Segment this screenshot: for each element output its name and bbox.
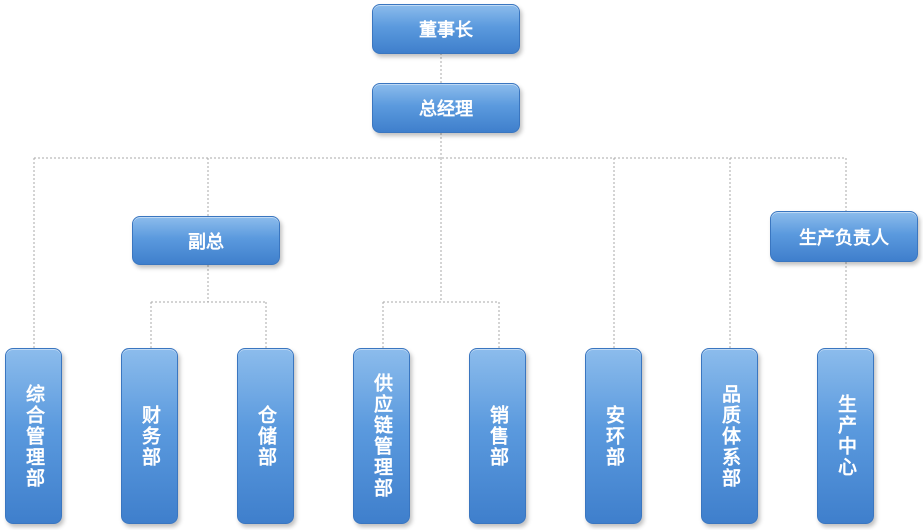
- dept-admin-box: 综合管理部: [5, 348, 62, 524]
- dept-production-center-box: 生产中心: [817, 348, 874, 524]
- dept-supply-chain-box: 供应链管理部: [353, 348, 410, 524]
- dept-quality-box: 品质体系部: [701, 348, 758, 524]
- general-manager-box: 总经理: [372, 83, 520, 133]
- dept-sales-box: 销售部: [469, 348, 526, 524]
- dept-warehouse-box: 仓储部: [237, 348, 294, 524]
- dept-finance-box: 财务部: [121, 348, 178, 524]
- vice-president-box: 副总: [132, 216, 280, 265]
- production-head-box: 生产负责人: [770, 211, 918, 262]
- chairman-box: 董事长: [372, 4, 520, 54]
- dept-safety-box: 安环部: [585, 348, 642, 524]
